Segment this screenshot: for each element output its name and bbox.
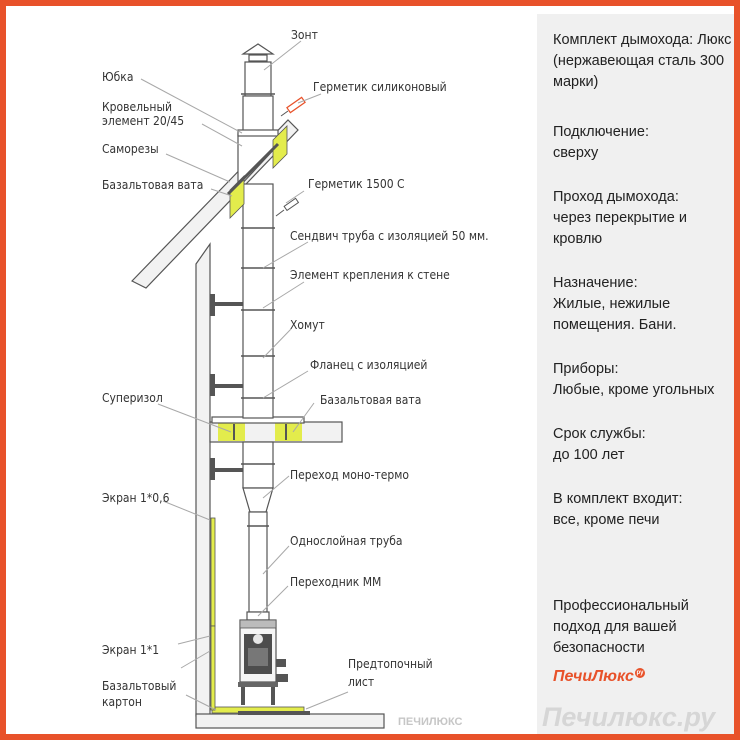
house-wall [195, 242, 211, 717]
connection-title: Подключение: [553, 124, 649, 140]
label-clamp: Хомут [290, 318, 325, 332]
service-life-title: Срок службы: [553, 426, 646, 442]
stove [238, 611, 288, 705]
brand-badge: ру [634, 668, 645, 678]
label-basalt-wool-roof: Базальтовая вата [102, 178, 203, 192]
passage-value: через перекрытие и кровлю [553, 210, 687, 247]
label-basalt-wool-ceiling: Базальтовая вата [320, 393, 421, 407]
label-screen-1-1: Экран 1*1 [102, 643, 159, 657]
silicone-sealant-icon [280, 96, 306, 117]
label-superizol: Суперизол [102, 391, 163, 405]
devices-title: Приборы: [553, 361, 619, 377]
roof-screws [226, 142, 280, 196]
connection-value: сверху [553, 145, 599, 161]
label-roof-element-line1: Кровельный [102, 100, 172, 114]
label-basalt-cardboard-line2: картон [102, 695, 142, 709]
label-pre-furnace-line1: Предтопочный [348, 657, 433, 671]
basalt-wool-roof-right [272, 125, 288, 169]
purpose-title: Назначение: [553, 275, 638, 291]
label-zont: Зонт [291, 28, 318, 42]
floor [195, 713, 385, 729]
label-silicone-sealant: Герметик силиконовый [313, 80, 447, 94]
screen-1-1 [210, 625, 216, 711]
skirt [237, 129, 279, 137]
label-yubka: Юбка [102, 70, 133, 84]
pipe-clamps [241, 93, 275, 527]
label-flange: Фланец с изоляцией [310, 358, 427, 372]
label-mono-termo: Переход моно-термо [290, 468, 409, 482]
info-panel: Комплект дымохода: Люкс (нержавеющая ста… [537, 14, 734, 734]
kit-includes-title: В комплект входит: [553, 491, 683, 507]
screen-0-6 [210, 517, 216, 627]
label-single-wall-pipe: Однослойная труба [290, 534, 402, 548]
kit-intro: Комплект дымохода: Люкс (нержавеющая ста… [553, 32, 732, 90]
chimney-diagram: Зонт Юбка Кровельный элемент 20/45 Герме… [102, 28, 489, 729]
small-watermark: ПЕЧИЛЮКС [398, 716, 463, 728]
chimney-pipe [237, 43, 279, 613]
wall-brackets [210, 294, 246, 480]
passage-title: Проход дымохода: [553, 189, 679, 205]
label-pre-furnace-line2: лист [348, 675, 374, 689]
label-adapter-mm: Переходник ММ [290, 575, 381, 589]
label-wall-mount: Элемент крепления к стене [290, 268, 450, 282]
devices-value: Любые, кроме угольных [553, 382, 715, 398]
label-sandwich-pipe: Сендвич труба с изоляцией 50 мм. [290, 229, 489, 243]
pre-furnace-sheet [238, 711, 310, 715]
sealant-1500-icon [275, 197, 300, 217]
site-watermark: Печилюкс.ру [542, 702, 716, 732]
leader-lines [140, 40, 349, 711]
label-basalt-cardboard-line1: Базальтовый [102, 679, 176, 693]
label-screws: Саморезы [102, 142, 159, 156]
single-wall-pipe [248, 511, 268, 613]
brand-name: ПечиЛюкс [553, 668, 634, 685]
label-roof-element-line2: элемент 20/45 [102, 114, 184, 128]
footer-slogan: Профессиональный подход для вашей безопа… [553, 598, 689, 656]
purpose-value: Жилые, нежилые помещения. Бани. [553, 296, 677, 333]
kit-includes-value: все, кроме печи [553, 512, 660, 528]
label-screen-0-6: Экран 1*0,6 [102, 491, 170, 505]
basalt-wool-ceiling-right [275, 423, 302, 441]
label-sealant-1500: Герметик 1500 С [308, 177, 405, 191]
service-life-value: до 100 лет [553, 447, 625, 463]
basalt-wool-ceiling-left [218, 423, 245, 441]
chimney-cap [241, 43, 275, 55]
